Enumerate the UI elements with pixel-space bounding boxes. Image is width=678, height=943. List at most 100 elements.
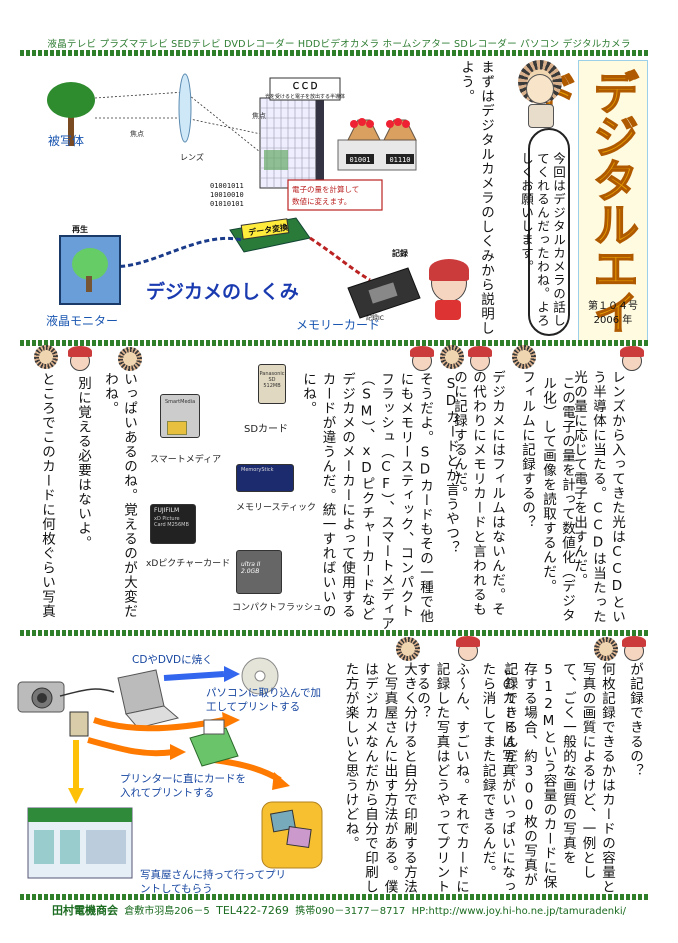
bottom-col-1: が記録できるの？ xyxy=(627,662,643,778)
middle-col-4: デジカメにはフィルムはないんだ。その代わりにメモリカードと言われるものに記録する… xyxy=(451,370,505,617)
issue-number: 第１０４号 xyxy=(588,301,638,312)
middle-col-9: ところでこのカードに何枚ぐらい写真 xyxy=(39,372,55,619)
lens-label: レンズ xyxy=(180,152,204,162)
memory-card-label: メモリーカード xyxy=(296,318,381,332)
intro-narration: まずはデジタルカメラのしくみから説明しよう。 xyxy=(458,60,494,336)
lens-icon xyxy=(178,73,192,143)
record-label: 記録 xyxy=(392,248,409,258)
ccd-sensor-icon xyxy=(259,97,324,189)
laptop-icon xyxy=(117,669,180,729)
issue-info: 第１０４号 2006 年 xyxy=(578,300,648,328)
sm-card-text: SmartMedia xyxy=(165,399,196,405)
compactflash-label: コンパクトフラッシュ xyxy=(232,603,323,613)
xd-card-text: xD Picture Card M256MB xyxy=(154,516,189,528)
middle-col-2: この電子の量を計って数値化（デジタル化）して画像を読取するんだ。 xyxy=(540,376,575,623)
head-red-4 xyxy=(68,346,92,371)
camera-icon xyxy=(17,681,65,713)
newsletter-title: デジタルエイド xyxy=(525,68,641,334)
lcd-monitor-icon xyxy=(59,235,121,305)
address: 倉敷市羽島206－5 xyxy=(124,906,210,917)
speech-bubble xyxy=(528,128,570,336)
compute-note-2: 数値に変えます。 xyxy=(292,196,351,206)
head-spiky-5 xyxy=(594,637,618,661)
footer: 田村電機商会 倉敷市羽島206－5 TEL422-7269 携帯090－3177… xyxy=(0,902,678,918)
binary-block-2: 10010010 xyxy=(210,191,244,199)
focal-label: 焦点 xyxy=(130,129,144,138)
head-red-2 xyxy=(468,346,492,371)
photo-shop-label: 写真屋さんに持って行ってプリントしてもらう xyxy=(140,869,286,895)
tree-icon xyxy=(47,82,95,146)
telephone: TEL422-7269 xyxy=(216,904,289,917)
middle-col-8: 別に覚える必要はないよ。 xyxy=(75,376,91,550)
head-spiky-1 xyxy=(512,345,536,369)
xd-card-icon: FUJIFILM xD Picture Card M256MB xyxy=(150,504,196,544)
character-spiky-top xyxy=(514,60,566,128)
fuji-text: FUJIFILM xyxy=(154,507,180,514)
middle-panel-border xyxy=(20,630,648,636)
compactflash-icon: ultra II 2.0GB xyxy=(236,550,282,594)
top-panel-border xyxy=(20,340,648,346)
ms-card-text: MemoryStick xyxy=(241,467,274,473)
record-ic-label: 記録IC xyxy=(366,314,384,322)
photo-shop-icon xyxy=(27,807,133,879)
head-red-1 xyxy=(620,346,644,371)
binary-left: 01001 xyxy=(349,156,370,164)
printer-print-label: プリンターに直にカードを入れてプリントする xyxy=(120,773,246,799)
binary-right: 01110 xyxy=(389,156,410,164)
binary-block-1: 01001011 xyxy=(210,182,244,190)
print-flow-diagram xyxy=(17,657,323,879)
smartmedia-icon: SmartMedia xyxy=(160,394,200,438)
title-box: デジタルエイド xyxy=(525,60,648,342)
monitor-label: 液晶モニター xyxy=(46,314,119,328)
camera-mechanism-diagram: ＣＣＤ 光を受けると電子を放出する半導体 焦点 レンズ 焦点 01001 011… xyxy=(47,73,421,322)
head-spiky-6 xyxy=(396,637,420,661)
playback-label: 再生 xyxy=(72,224,88,234)
shop-name: 田村電機商会 xyxy=(51,904,118,917)
chip-icon xyxy=(229,217,311,253)
subject-label: 被写体 xyxy=(48,134,85,148)
middle-col-5: SDカードとか言うやつ？ xyxy=(443,376,459,555)
printer-icon xyxy=(189,719,239,767)
sd-card-text: Panasonic SD 512MB xyxy=(259,371,285,389)
photos-icon xyxy=(261,801,323,869)
focal-label-2: 焦点 xyxy=(252,111,266,120)
cd-dvd-label: CDやDVDに焼く xyxy=(132,654,213,666)
top-border xyxy=(20,50,648,56)
binary-block-3: 01010101 xyxy=(210,200,244,208)
sd-card-label: SDカード xyxy=(244,424,289,435)
bottom-col-5: 大きく分けると自分で印刷する方法と写真屋さんに出す方法がある。僕はデジカメなんだ… xyxy=(342,662,418,894)
diagram-title: デジカメのしくみ xyxy=(146,280,299,303)
character-red-hair-top xyxy=(425,258,471,322)
memorystick-label: メモリースティック xyxy=(236,503,317,513)
cf-card-text: ultra II 2.0GB xyxy=(241,561,261,575)
category-bar: 液晶テレビ プラズマテレビ SEDテレビ DVDレコーダー HDDビデオカメラ … xyxy=(47,39,631,50)
sd-card-icon: Panasonic SD 512MB xyxy=(258,364,286,404)
head-spiky-3 xyxy=(118,347,142,371)
head-spiky-2 xyxy=(440,345,464,369)
issue-year: 2006 年 xyxy=(593,315,633,326)
middle-col-1: レンズから入ってきた光はCCDという半導体に当たる。CCDは当たった光の量に応じ… xyxy=(571,370,625,624)
middle-col-3: フィルムに記録するの？ xyxy=(519,370,535,530)
head-red-6 xyxy=(456,636,480,661)
smartmedia-label: スマートメディア xyxy=(150,455,222,465)
pc-print-label: パソコンに取り込んで加工してプリントする xyxy=(206,687,321,713)
mobile: 携帯090－3177－8717 xyxy=(295,906,406,917)
compute-note-1: 電子の量を計算して xyxy=(292,184,359,194)
bottom-border xyxy=(20,894,648,900)
ccd-desc: 光を受けると電子を放出する半導体 xyxy=(265,93,345,100)
bottom-col-4: ふ〜ん、すごいね。それでカードに記録した写真はどうやってプリントするの？ xyxy=(414,662,469,894)
electron-basket-icon xyxy=(337,118,417,171)
memorystick-icon: MemoryStick xyxy=(236,464,294,492)
bottom-col-3: このカードは写真がいっぱいになったら消してまた記録できるんだ。 xyxy=(479,662,516,894)
middle-col-6: そうだよ。SDカードもその一種で他にもメモリースティック、コンパクトフラッシュ（… xyxy=(300,372,433,632)
head-red-3 xyxy=(410,346,434,371)
sd-card-small-icon xyxy=(69,711,89,737)
xd-card-label: xDピクチャーカード xyxy=(146,559,231,569)
bubble-text: 今回はデジタルカメラの話してくれるんだったわね。よろしくお願いします。 xyxy=(519,152,566,328)
homepage-link[interactable]: HP:http://www.joy.hi-ho.ne.jp/tamuradenk… xyxy=(411,906,627,917)
bottom-col-2: 何枚記録できるかはカードの容量と写真の画質によるけど、一例として、ごく一般的な画… xyxy=(501,662,616,894)
middle-col-7: いっぱいあるのね。覚えるのが大変だわね。 xyxy=(102,372,137,619)
memory-chip-icon xyxy=(347,267,421,319)
cd-icon xyxy=(241,657,279,695)
head-spiky-4 xyxy=(34,345,58,369)
